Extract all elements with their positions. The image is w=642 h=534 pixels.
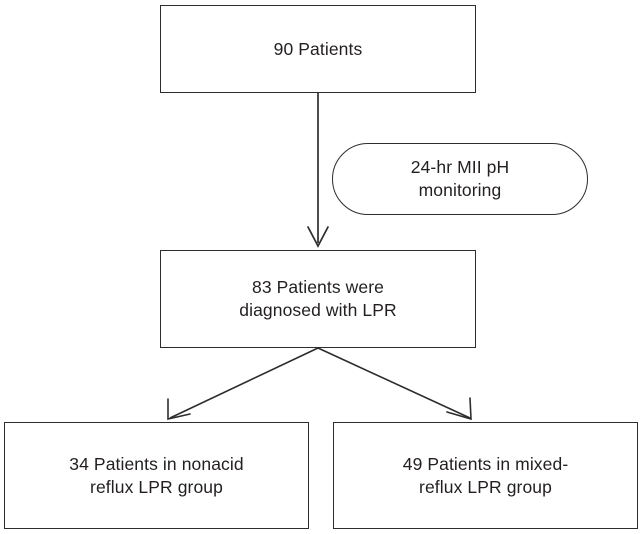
node-total-patients-label: 90 Patients xyxy=(273,38,363,59)
node-nonacid-reflux-group: 34 Patients in nonacid reflux LPR group xyxy=(4,422,309,529)
edge-diagnosed-to-nonacid xyxy=(167,347,319,421)
edge-total-to-diagnosed xyxy=(307,93,329,248)
edge-diagnosed-to-mixed xyxy=(317,347,472,421)
node-monitoring: 24-hr MII pH monitoring xyxy=(332,143,588,215)
node-monitoring-label: 24-hr MII pH monitoring xyxy=(410,157,510,200)
node-total-patients: 90 Patients xyxy=(160,5,476,93)
node-mixed-reflux-group: 49 Patients in mixed- reflux LPR group xyxy=(333,422,638,529)
node-diagnosed-lpr: 83 Patients were diagnosed with LPR xyxy=(160,250,476,348)
node-mixed-reflux-group-label: 49 Patients in mixed- reflux LPR group xyxy=(402,453,569,497)
node-nonacid-reflux-group-label: 34 Patients in nonacid reflux LPR group xyxy=(69,453,244,497)
node-diagnosed-lpr-label: 83 Patients were diagnosed with LPR xyxy=(239,277,397,320)
